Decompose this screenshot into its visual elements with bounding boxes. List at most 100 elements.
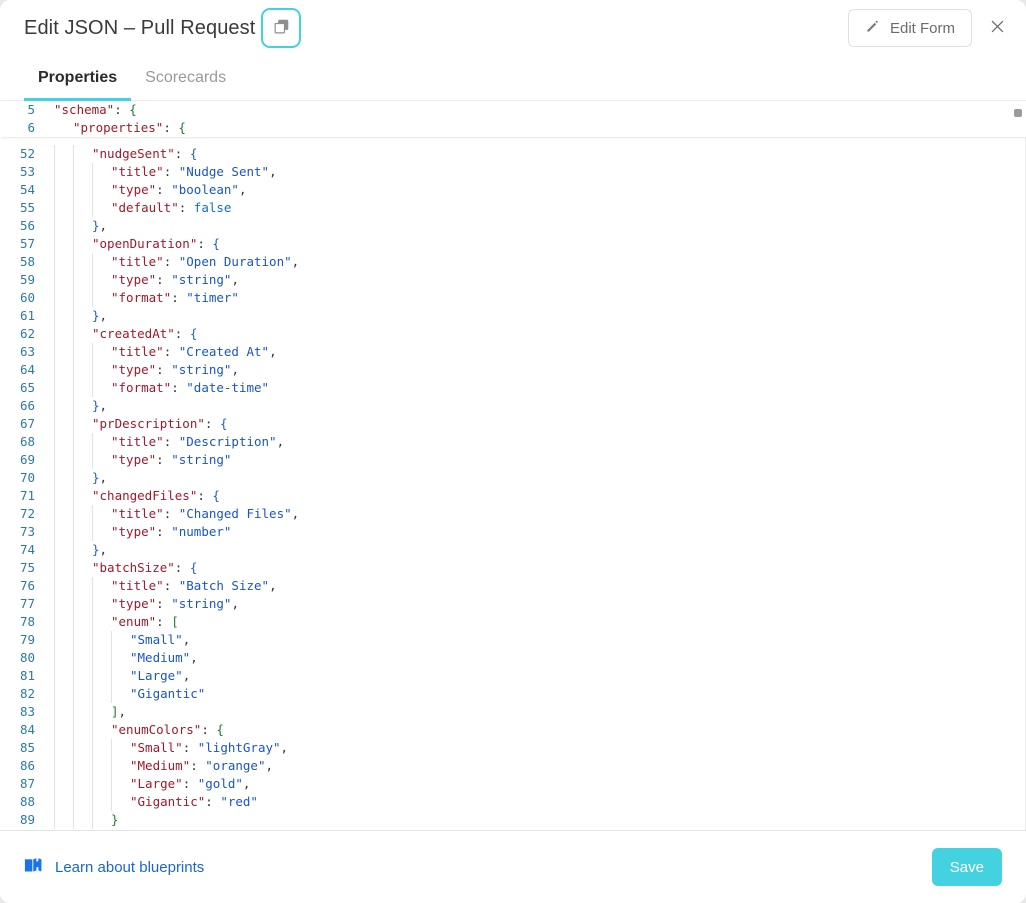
code-line[interactable]: 76"title": "Batch Size", [0,577,1026,595]
indent-guide [54,631,73,649]
close-icon [989,18,1006,38]
code-line[interactable]: 57"openDuration": { [0,235,1026,253]
code-line[interactable]: 82"Gigantic" [0,685,1026,703]
code-scroll-area[interactable]: 52"nudgeSent": {53"title": "Nudge Sent",… [0,101,1026,830]
code-line[interactable]: 83], [0,703,1026,721]
code-token: "Nudge Sent" [178,164,270,179]
code-line[interactable]: 70}, [0,469,1026,487]
code-line[interactable]: 67"prDescription": { [0,415,1026,433]
json-editor[interactable]: 52"nudgeSent": {53"title": "Nudge Sent",… [0,101,1026,831]
code-token: "changedFiles" [92,488,198,503]
code-line[interactable]: 63"title": "Created At", [0,343,1026,361]
indent-guide [54,505,73,523]
indent-guide [92,199,111,217]
code-token: "type" [111,272,157,287]
indent-guide [92,451,111,469]
code-line[interactable]: 89} [0,811,1026,829]
code-token: , [276,434,285,449]
code-line[interactable]: 80"Medium", [0,649,1026,667]
scrollbar-thumb[interactable] [1014,109,1022,117]
indent-guide [73,145,92,163]
edit-form-label: Edit Form [889,19,955,37]
code-token: : [163,120,179,135]
indent-guide [92,721,111,739]
code-line[interactable]: 65"format": "date-time" [0,379,1026,397]
code-line[interactable]: 84"enumColors": { [0,721,1026,739]
code-token: : [197,488,213,503]
tab-properties[interactable]: Properties [24,69,132,101]
code-line[interactable]: 55"default": false [0,199,1026,217]
code-lines[interactable]: 52"nudgeSent": {53"title": "Nudge Sent",… [0,101,1026,829]
code-line[interactable]: 5"schema": { [0,101,1026,119]
line-content: "type": "number" [44,523,231,541]
code-line[interactable]: 86"Medium": "orange", [0,757,1026,775]
editor-vertical-scrollbar[interactable] [1014,101,1022,830]
code-token: , [231,596,239,611]
code-token: "Large" [130,776,183,791]
code-line[interactable]: 75"batchSize": { [0,559,1026,577]
line-content: "Medium", [44,649,198,667]
indent-guide [111,775,130,793]
indent-guide [111,739,130,757]
code-token: , [269,344,277,359]
code-line[interactable]: 6"properties": { [0,119,1026,137]
code-line[interactable]: 59"type": "string", [0,271,1026,289]
indent-guide [92,433,111,451]
code-line[interactable]: 54"type": "boolean", [0,181,1026,199]
code-line[interactable]: 87"Large": "gold", [0,775,1026,793]
code-line[interactable]: 62"createdAt": { [0,325,1026,343]
code-line[interactable]: 73"type": "number" [0,523,1026,541]
tab-scorecards[interactable]: Scorecards [131,69,240,101]
indent-guide [54,307,73,325]
code-line[interactable]: 52"nudgeSent": { [0,145,1026,163]
code-line[interactable]: 53"title": "Nudge Sent", [0,163,1026,181]
indent-guide [92,793,111,811]
code-token: : [156,362,172,377]
copy-json-button[interactable] [261,8,302,48]
code-line[interactable]: 74}, [0,541,1026,559]
code-line[interactable]: 79"Small", [0,631,1026,649]
code-line[interactable]: 68"title": "Description", [0,433,1026,451]
indent-guide [54,685,73,703]
indent-guide [54,397,73,415]
code-line[interactable]: 58"title": "Open Duration", [0,253,1026,271]
indent-guide [73,577,92,595]
code-line[interactable]: 69"type": "string" [0,451,1026,469]
line-content: "type": "string", [44,595,239,613]
code-token: { [216,722,224,737]
indent-guide [73,253,92,271]
indent-guide [54,199,73,217]
code-token: , [242,776,251,791]
line-number: 79 [19,632,35,647]
code-line[interactable]: 61}, [0,307,1026,325]
code-line[interactable]: 66}, [0,397,1026,415]
indent-guide [54,757,73,775]
code-line[interactable]: 77"type": "string", [0,595,1026,613]
code-line[interactable]: 56}, [0,217,1026,235]
code-token: "openDuration" [92,236,198,251]
code-token: "type" [111,362,157,377]
code-token: , [99,398,108,413]
code-line[interactable]: 71"changedFiles": { [0,487,1026,505]
indent-guide [92,613,111,631]
learn-about-blueprints-link[interactable]: Learn about blueprints [24,857,204,878]
code-line[interactable]: 81"Large", [0,667,1026,685]
code-line[interactable]: 88"Gigantic": "red" [0,793,1026,811]
code-token: "title" [111,506,164,521]
code-token: "Small" [130,740,183,755]
code-token: "schema" [54,102,115,117]
code-line[interactable]: 60"format": "timer" [0,289,1026,307]
code-token: , [182,668,191,683]
save-button[interactable]: Save [931,848,1002,886]
code-line[interactable]: 85"Small": "lightGray", [0,739,1026,757]
indent-guide [73,685,92,703]
code-line[interactable]: 72"title": "Changed Files", [0,505,1026,523]
code-line[interactable]: 64"type": "string", [0,361,1026,379]
edit-form-button[interactable]: Edit Form [847,9,972,47]
close-button[interactable] [980,11,1014,45]
code-token: : [163,254,179,269]
code-line[interactable]: 78"enum": [ [0,613,1026,631]
line-number: 64 [19,362,35,377]
code-token: { [178,120,186,135]
code-token: : [156,524,172,539]
